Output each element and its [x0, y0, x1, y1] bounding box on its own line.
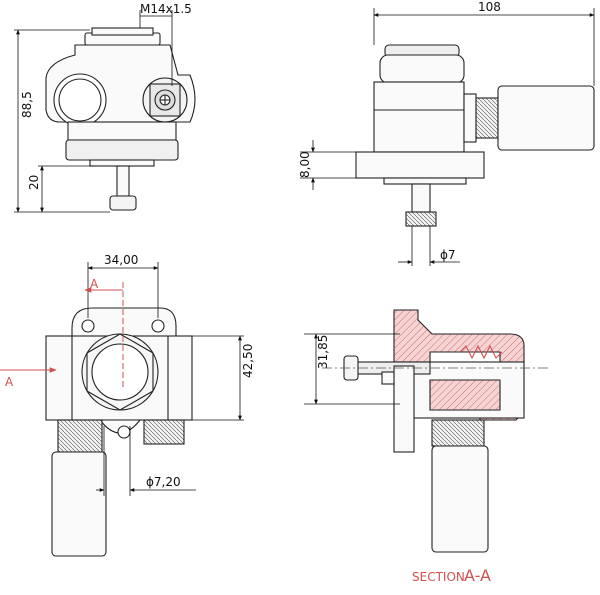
section-caption-prefix: SECTION: [412, 570, 465, 584]
mount-hole-right: [151, 319, 165, 333]
section-spring: [459, 344, 503, 360]
section-cut-lines: [0, 282, 124, 390]
flange-thickness-label: 8,00: [298, 151, 312, 178]
top-cap-nut: [91, 27, 154, 36]
top-view-knurl: [57, 419, 103, 453]
total-height-label: 88,5: [20, 91, 34, 118]
section-marker-left: A: [5, 375, 14, 389]
section-marker-top: A: [90, 277, 99, 291]
lower-body: [67, 121, 177, 141]
mount-hole-left: [81, 319, 95, 333]
side-cylinder: [497, 85, 595, 151]
stem: [116, 165, 130, 197]
hole-spacing-label: 34,00: [104, 253, 138, 267]
section-housing-lower: [429, 379, 501, 411]
top-view: [45, 307, 193, 557]
section-view-dimensions: [304, 333, 548, 405]
section-caption-letters: A-A: [464, 566, 491, 585]
stem-height-label: 20: [27, 175, 41, 190]
front-view: [45, 27, 196, 211]
side-stem: [411, 183, 431, 213]
stem-tip: [109, 195, 137, 211]
thread-dimension-label: M14x1.5: [140, 2, 192, 16]
top-view-cylinder: [51, 451, 107, 557]
section-cylinder: [431, 445, 489, 553]
shaft-diameter-label: ϕ7: [440, 248, 456, 262]
side-view-dimensions: [300, 8, 595, 266]
side-neck: [463, 93, 477, 143]
section-view: [343, 309, 525, 553]
overall-length-label: 108: [478, 0, 501, 14]
side-knurl: [475, 97, 499, 139]
front-view-dimensions: [14, 10, 173, 213]
port-circle-inner: [58, 78, 102, 122]
side-view: [355, 44, 595, 227]
bore-diameter-label: ϕ7,20: [146, 475, 181, 489]
top-view-lug-hole: [117, 425, 131, 439]
side-flange-lower: [383, 177, 467, 185]
side-stem-tip: [405, 211, 437, 227]
side-cap: [379, 54, 465, 84]
top-view-ear: [71, 307, 177, 337]
top-view-fitting: [143, 419, 185, 445]
section-height-label: 31,85: [316, 335, 330, 369]
side-flange: [355, 151, 485, 179]
section-knurl: [431, 419, 485, 447]
section-flange: [393, 365, 415, 453]
body-height-label: 42,50: [241, 344, 255, 378]
side-body: [373, 81, 465, 153]
top-view-bore: [91, 343, 149, 401]
flange-lower: [89, 159, 155, 167]
flange: [65, 139, 179, 161]
